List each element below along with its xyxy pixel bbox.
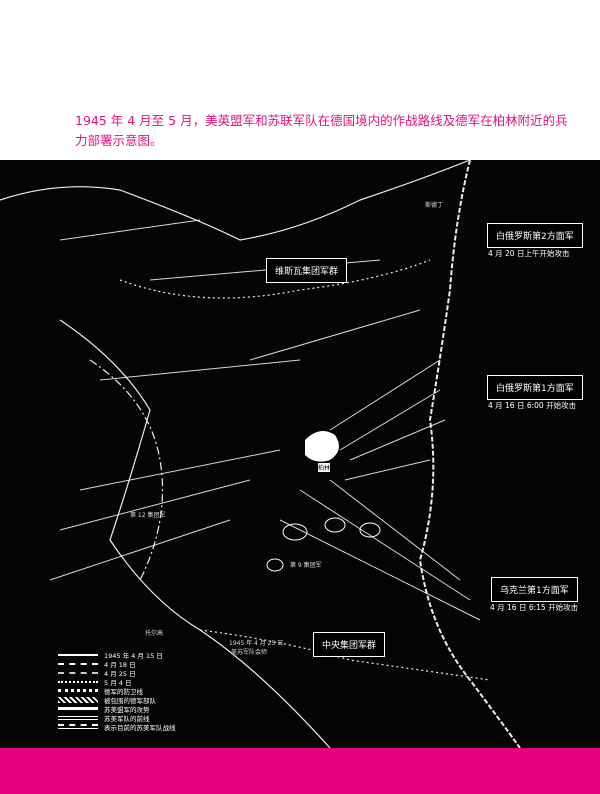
legend-item: 德军的防卫线 — [104, 687, 143, 696]
legend-item: 1945 年 4 月 15 日 — [104, 651, 163, 660]
map-figure: 白俄罗斯第2方面军 4 月 20 日上午开始攻击 白俄罗斯第1方面军 4 月 1… — [0, 160, 600, 748]
note-ukrainian-1st-front: 4 月 16 日 6:15 开始攻击 — [490, 603, 579, 612]
box-belorussian-2nd-front: 白俄罗斯第2方面军 — [487, 223, 583, 248]
map-legend: 1945 年 4 月 15 日 4 月 18 日 4 月 25 日 5 月 4 … — [58, 650, 176, 732]
figure-caption: 1945 年 4 月至 5 月，美英盟军和苏联军队在德国境内的作战路线及德军在柏… — [75, 113, 568, 148]
note-belorussian-1st-front: 4 月 16 日 6:00 开始攻击 — [488, 401, 577, 410]
label-9th-army: 第 9 集团军 — [290, 562, 322, 569]
oder-river — [418, 160, 521, 748]
coastline — [0, 160, 471, 241]
box-ukrainian-1st-front: 乌克兰第1方面军 — [491, 577, 578, 602]
berlin-area — [305, 431, 339, 462]
label-berlin: 柏林 — [318, 463, 331, 472]
label-12th-army: 第 12 集团军 — [130, 512, 166, 519]
label-meeting-date: 1945 年 4 月 25 日 — [229, 640, 284, 647]
legend-item: 被包围的德军部队 — [104, 696, 156, 705]
elbe-river — [59, 319, 331, 748]
note-belorussian-2nd-front: 4 月 20 日上午开始攻击 — [488, 249, 570, 258]
legend-item: 苏美盟军的攻势 — [104, 705, 150, 714]
front-line — [89, 359, 164, 581]
legend-item: 5 月 4 日 — [104, 678, 132, 687]
box-belorussian-1st-front: 白俄罗斯第1方面军 — [487, 375, 583, 400]
label-meeting-note: 美苏军队会师 — [231, 649, 268, 656]
label-stettin: 斯德丁 — [425, 202, 444, 209]
footer-accent-bar — [0, 748, 600, 794]
label-torgau: 托尔高 — [145, 630, 164, 637]
box-army-group-vistula: 维斯瓦集团军群 — [266, 258, 348, 283]
legend-item: 表示目前的苏美军队战线 — [104, 723, 176, 732]
box-army-group-centre: 中央集团军群 — [313, 632, 386, 657]
legend-item: 4 月 25 日 — [104, 669, 136, 678]
legend-item: 苏美军队的前线 — [104, 714, 150, 723]
map-lines — [0, 160, 521, 748]
legend-item: 4 月 18 日 — [104, 660, 136, 669]
